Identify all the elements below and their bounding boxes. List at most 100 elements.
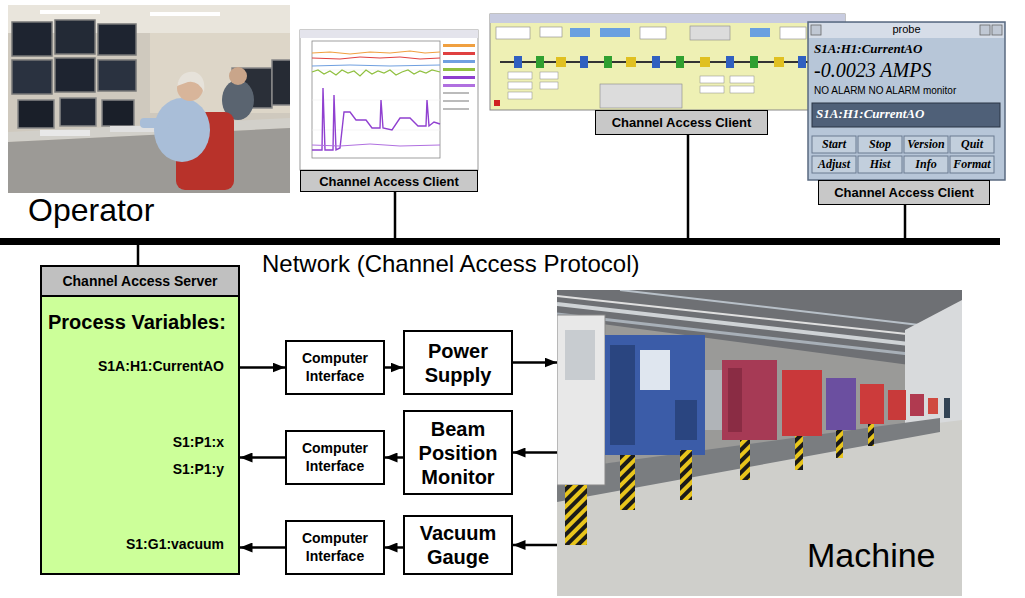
machine-area: Machine <box>557 290 962 596</box>
button-label: Version <box>904 136 948 153</box>
probe-window <box>811 25 821 35</box>
strip-chart-screenshot <box>312 41 440 158</box>
operator-photo <box>150 12 220 16</box>
operator-photo <box>12 22 52 56</box>
synoptic-screenshot <box>490 14 845 110</box>
synoptic-screenshot <box>494 100 500 106</box>
box-label: Channel Access Client <box>834 185 974 200</box>
machine-photo <box>640 350 670 390</box>
synoptic-screenshot <box>490 14 845 23</box>
machine-photo <box>944 398 950 418</box>
strip-chart-screenshot <box>312 65 440 66</box>
button-label: Quit <box>950 136 994 153</box>
interface-box: Computer Interface <box>285 520 385 575</box>
probe-window <box>808 22 1005 180</box>
operator-photo <box>229 67 247 85</box>
synoptic-screenshot <box>514 56 522 68</box>
button-label: Format <box>950 156 994 173</box>
client-box: Channel Access Client <box>300 170 478 192</box>
synoptic-screenshot <box>604 56 612 68</box>
operator-photo <box>140 118 170 128</box>
device-box: Beam Position Monitor <box>403 410 513 495</box>
strip-chart-screenshot <box>312 130 440 131</box>
window-title: probe <box>808 23 1005 36</box>
box-heading: Channel Access Server <box>42 267 238 295</box>
strip-chart-screenshot <box>443 60 475 63</box>
machine-photo <box>680 450 692 500</box>
synoptic-screenshot <box>700 57 710 67</box>
button-label: Start <box>812 136 856 153</box>
interface-box: Computer Interface <box>285 430 385 485</box>
machine-photo <box>557 315 605 485</box>
box-label: Computer Interface <box>291 350 379 385</box>
synoptic-screenshot <box>508 72 532 79</box>
probe-window <box>950 156 994 173</box>
machine-photo <box>565 485 587 545</box>
pv-value: -0.0023 AMPS <box>814 59 931 82</box>
machine-photo <box>722 360 777 440</box>
strip-chart-screenshot <box>300 30 478 170</box>
strip-chart-screenshot <box>312 70 440 71</box>
synoptic-screenshot <box>780 27 806 39</box>
operator-photo <box>102 100 134 126</box>
machine-photo <box>557 290 962 596</box>
button-label: Adjust <box>812 156 856 173</box>
machine-photo <box>565 330 595 380</box>
strip-chart-screenshot <box>443 108 469 110</box>
operator-photo <box>60 98 96 126</box>
operator-photo <box>40 10 100 14</box>
operator-photo <box>40 130 90 136</box>
pv-input: S1A:H1:CurrentAO <box>816 107 924 122</box>
network-link <box>394 192 397 238</box>
probe-window <box>980 25 990 35</box>
operator-photo <box>98 24 136 55</box>
machine-photo <box>928 398 938 414</box>
strip-chart-screenshot <box>312 144 440 146</box>
strip-chart-screenshot <box>300 30 478 38</box>
probe-window <box>808 22 1005 180</box>
synoptic-screenshot <box>540 27 562 37</box>
synoptic-screenshot <box>676 56 684 68</box>
signal-arrow <box>385 546 403 549</box>
machine-photo <box>888 390 906 420</box>
machine-photo <box>782 370 822 436</box>
synoptic-screenshot <box>690 26 730 40</box>
strip-chart-screenshot <box>312 100 440 101</box>
synoptic-screenshot <box>540 72 558 79</box>
strip-chart-screenshot <box>312 57 440 59</box>
synoptic-screenshot <box>556 57 566 67</box>
operator-photo <box>8 5 290 193</box>
signal-arrow <box>385 366 403 369</box>
synoptic-screenshot <box>700 76 724 83</box>
probe-window <box>812 103 1000 127</box>
box-label: Power Supply <box>409 339 507 387</box>
probe-window <box>950 136 994 153</box>
operator-photo <box>177 72 204 92</box>
machine-photo <box>620 455 635 510</box>
machine-photo <box>740 440 750 480</box>
strip-chart-screenshot <box>312 51 440 54</box>
synoptic-screenshot <box>730 86 754 93</box>
strip-chart-screenshot <box>443 84 475 87</box>
synoptic-screenshot <box>700 86 724 93</box>
box-label: Channel Access Client <box>612 115 752 130</box>
strip-chart-screenshot <box>312 88 440 150</box>
network-label: Network (Channel Access Protocol) <box>262 250 639 278</box>
strip-chart-screenshot <box>443 76 475 79</box>
signal-arrow <box>240 456 285 459</box>
synoptic-screenshot <box>726 56 734 68</box>
synoptic-screenshot <box>640 27 666 39</box>
device-box: Vacuum Gauge <box>403 515 513 575</box>
synoptic-screenshot <box>600 84 682 108</box>
operator-photo <box>154 98 210 162</box>
synoptic-screenshot <box>750 28 770 37</box>
box-label: Beam Position Monitor <box>409 417 507 489</box>
operator-caption: Operator <box>28 192 154 229</box>
operator-photo <box>55 58 95 92</box>
machine-photo <box>795 436 803 470</box>
section-heading: Process Variables: <box>48 311 226 334</box>
machine-photo <box>610 345 635 445</box>
synoptic-screenshot <box>508 92 532 99</box>
button-label: Stop <box>858 136 902 153</box>
